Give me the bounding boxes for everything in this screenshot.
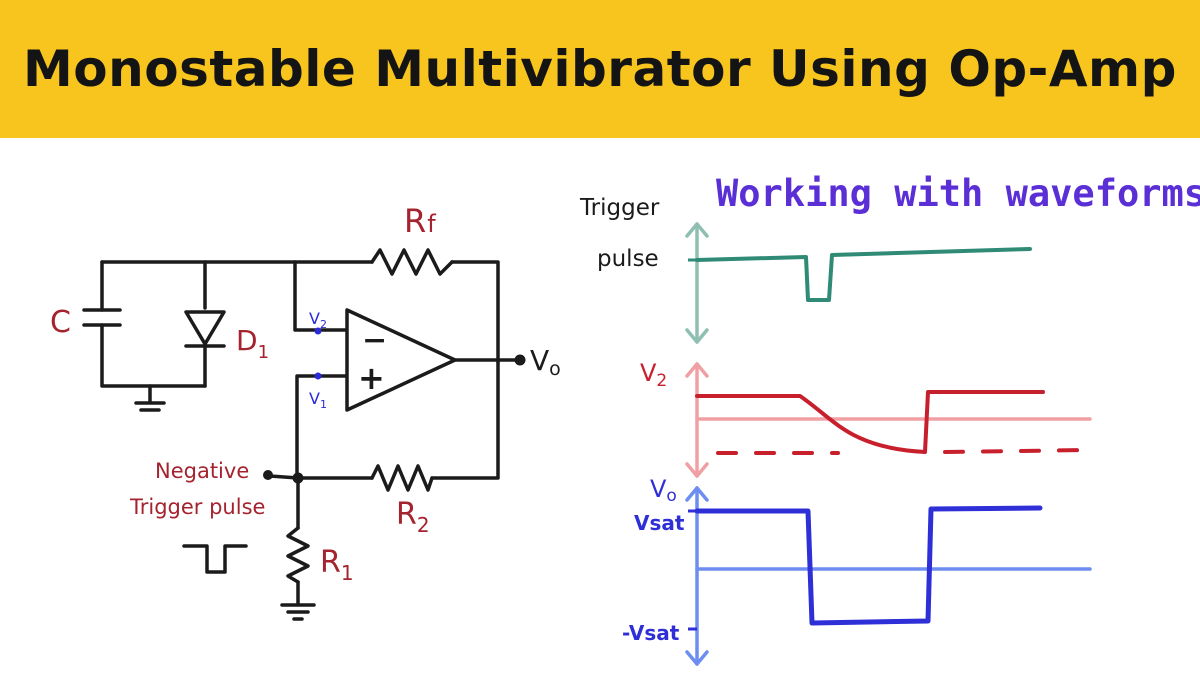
capacitor-label: C (50, 305, 71, 340)
r1-resistor (286, 526, 310, 584)
capacitor-wire-bottom (100, 323, 207, 388)
trigger-waveform-label-line2: pulse (597, 246, 659, 272)
trigger-pulse-symbol (182, 544, 248, 574)
rf-resistor (370, 248, 454, 276)
neg-vsat-label: -Vsat (622, 621, 680, 645)
r2-label: R2 (396, 497, 430, 537)
negative-trigger-label-line1: Negative (155, 459, 249, 483)
page-title: Monostable Multivibrator Using Op-Amp (23, 40, 1177, 98)
v2-axis (685, 362, 1092, 478)
v2-axis-label: V2 (640, 359, 667, 391)
trigger-pulse-waveform (695, 247, 1032, 302)
inverting-wire (293, 260, 348, 332)
r2-return-wire (430, 358, 500, 480)
top-wire-right (450, 260, 500, 364)
trigger-input-dot (263, 470, 273, 480)
diode-triangle (184, 310, 226, 346)
output-label: Vo (530, 344, 561, 380)
r2-resistor (370, 464, 434, 492)
trigger-axis (685, 222, 709, 344)
vo-axis (685, 486, 1092, 666)
v1-node-dot (314, 372, 322, 380)
rf-label: Rf (404, 202, 436, 240)
v1-node-label: V1 (309, 389, 327, 411)
diode-label: D1 (236, 324, 269, 363)
vo-axis-label: Vo (650, 475, 677, 506)
vsat-label: Vsat (634, 511, 685, 535)
vo-waveform (694, 505, 1043, 626)
negative-trigger-label-line2: Trigger pulse (129, 495, 265, 519)
title-banner (0, 0, 1200, 138)
v2-waveform (695, 390, 1045, 454)
r1-label: R1 (320, 545, 354, 585)
junction-dot-r2 (292, 472, 304, 484)
opamp-minus-sign: − (362, 323, 387, 358)
waveforms-title: Working with waveforms (716, 172, 1200, 215)
v2-node-label: V2 (309, 309, 327, 331)
noninverting-wire (295, 374, 348, 482)
output-node-dot (514, 354, 526, 366)
v2-dashed-level (716, 448, 1092, 455)
opamp-triangle (345, 308, 457, 412)
opamp-plus-sign: + (358, 359, 385, 397)
trigger-waveform-label-line1: Trigger (579, 195, 660, 221)
v2-node-dot (314, 327, 322, 335)
